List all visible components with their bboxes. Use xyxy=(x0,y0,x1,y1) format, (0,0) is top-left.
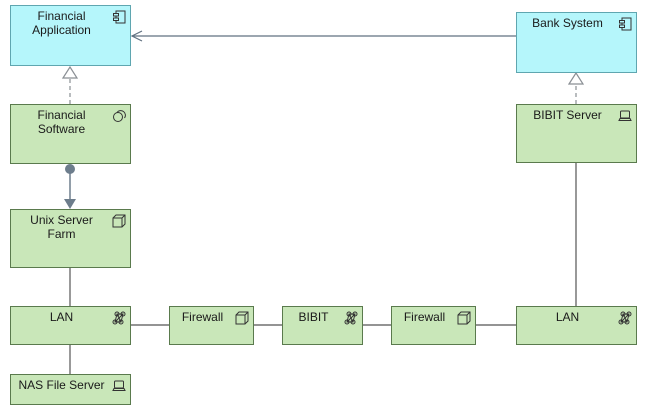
edge-flow-bank-to-financial-app xyxy=(130,30,516,42)
node-label: Financial Application xyxy=(32,9,91,37)
node-label: LAN xyxy=(49,310,74,324)
edge-realization-bibitserver-to-bank xyxy=(567,71,585,104)
node-label: Firewall xyxy=(403,310,446,324)
node-label: Financial Software xyxy=(37,108,86,136)
node-nas-file-server[interactable]: NAS File Server xyxy=(10,374,131,405)
node-lan-right[interactable]: LAN xyxy=(516,306,637,345)
node-label: Firewall xyxy=(181,310,224,324)
network-icon xyxy=(344,311,358,325)
system-software-icon xyxy=(113,110,126,122)
device-icon xyxy=(112,380,126,391)
network-icon xyxy=(618,311,632,325)
node-unix-server-farm[interactable]: Unix Server Farm xyxy=(10,209,131,268)
node-label: LAN xyxy=(555,310,580,324)
node-cube-icon xyxy=(457,311,471,325)
node-financial-application[interactable]: Financial Application xyxy=(10,5,131,66)
edge-assignment-software-to-unix xyxy=(64,164,76,209)
edge-realization-software-to-app xyxy=(61,65,79,104)
device-icon xyxy=(618,110,632,121)
node-label: Unix Server Farm xyxy=(30,213,93,241)
node-label: Bank System xyxy=(532,16,603,30)
node-cube-icon xyxy=(235,311,249,325)
node-lan-left[interactable]: LAN xyxy=(10,306,131,345)
node-label: NAS File Server xyxy=(18,378,105,392)
node-label: BIBIT Server xyxy=(533,108,602,122)
node-firewall-left[interactable]: Firewall xyxy=(169,306,254,345)
node-firewall-right[interactable]: Firewall xyxy=(391,306,476,345)
network-icon xyxy=(112,311,126,325)
application-component-icon xyxy=(619,17,632,31)
node-cube-icon xyxy=(112,214,126,228)
node-label: BIBIT xyxy=(298,310,329,324)
node-bank-system[interactable]: Bank System xyxy=(516,12,637,73)
node-bibit-server[interactable]: BIBIT Server xyxy=(516,104,637,163)
application-component-icon xyxy=(113,10,126,24)
node-bibit[interactable]: BIBIT xyxy=(282,306,363,345)
node-financial-software[interactable]: Financial Software xyxy=(10,104,131,164)
